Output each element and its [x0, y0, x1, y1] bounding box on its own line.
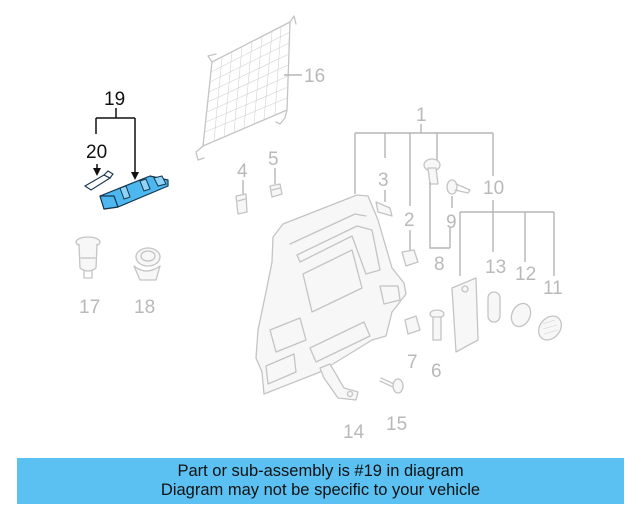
screw-part-9 [446, 179, 471, 195]
callout-11: 11 [543, 278, 563, 299]
info-banner: Part or sub-assembly is #19 in diagram D… [17, 458, 624, 504]
callout-16: 16 [304, 66, 325, 87]
callout-6: 6 [431, 361, 442, 382]
bracket-part-14 [319, 363, 359, 401]
banner-line-disclaimer: Diagram may not be specific to your vehi… [160, 481, 481, 499]
callout-8: 8 [434, 254, 445, 275]
callout-18: 18 [134, 297, 155, 318]
cap-part-18 [133, 247, 161, 281]
callout-13: 13 [485, 257, 506, 278]
leader-8-bracket [429, 182, 450, 249]
clip-part-3 [375, 201, 393, 217]
callout-7: 7 [407, 352, 418, 373]
callout-17: 17 [79, 297, 100, 318]
callout-20: 20 [86, 142, 107, 163]
pad-part-13 [487, 291, 501, 323]
quarter-trim-panel [255, 194, 407, 395]
bolt-part-15 [379, 377, 404, 394]
seal-part-12 [510, 302, 532, 328]
callout-12: 12 [515, 264, 536, 285]
panel-part-10 [451, 277, 479, 353]
callout-2: 2 [404, 210, 415, 231]
callout-1: 1 [416, 105, 427, 126]
callout-15: 15 [386, 414, 407, 435]
clip-part-4 [235, 193, 248, 215]
callout-14: 14 [343, 422, 365, 443]
clip-part-5 [269, 183, 283, 198]
grommet-part-17 [75, 236, 101, 279]
callout-4: 4 [237, 161, 248, 182]
clip-part-20 [83, 170, 114, 191]
callout-19: 19 [104, 89, 125, 110]
clip-part-2 [401, 249, 419, 267]
banner-line-part-number: Part or sub-assembly is #19 in diagram [177, 462, 464, 480]
bracket-part-19[interactable] [99, 175, 169, 210]
callout-10: 10 [483, 178, 504, 199]
callout-3: 3 [378, 170, 389, 191]
leader-20-arrowhead [93, 168, 101, 176]
fastener-part-8 [423, 158, 441, 185]
clip-part-7 [404, 315, 421, 335]
callout-5: 5 [268, 149, 279, 170]
leader-19-arrowhead [131, 172, 139, 180]
cover-part-11 [538, 315, 562, 341]
callout-9: 9 [446, 212, 457, 233]
push-pin-part-6 [429, 309, 445, 341]
cargo-net-part-16 [195, 15, 297, 161]
parts-diagram: 16 19 20 4 5 17 [75, 15, 563, 443]
